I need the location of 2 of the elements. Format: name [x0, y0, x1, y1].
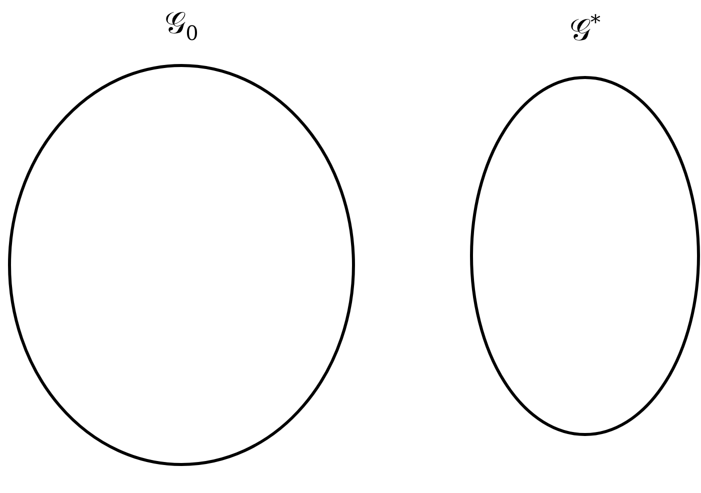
- set-label: 𝒢$_{0}$: [164, 6, 200, 47]
- set-label: 𝒢$^{*}$: [568, 9, 602, 49]
